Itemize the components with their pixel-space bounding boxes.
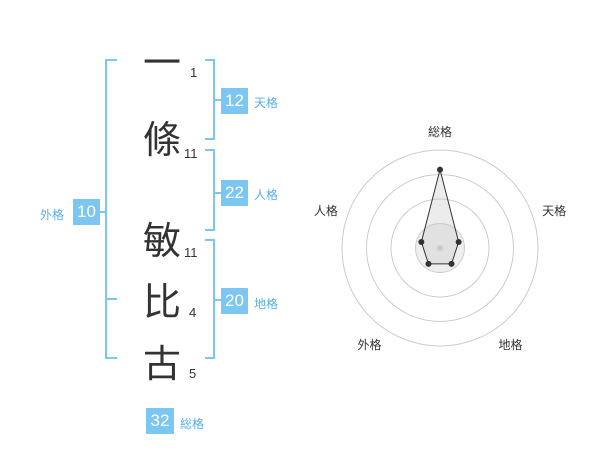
radar-point-5 (418, 238, 425, 245)
radar-series-polygon (420, 169, 460, 265)
stroke-count-1: 1 (190, 65, 198, 80)
name-char-2: 條 (142, 118, 181, 162)
jinkaku-value: 22 (221, 180, 248, 206)
stroke-count-3: 11 (184, 245, 198, 260)
name-char-3: 敏 (142, 219, 181, 263)
gaikaku-label: 外格 (40, 208, 65, 222)
radar-ring-2 (390, 198, 490, 298)
radar-axis-label-1: 総格 (428, 124, 452, 139)
bracket-lines (98, 59, 222, 359)
radar-center (437, 245, 443, 251)
radar-axis-label-5: 人格 (314, 203, 338, 218)
name-char-5: 古 (142, 342, 181, 386)
radar-point-4 (425, 260, 432, 267)
radar-point-2 (455, 238, 462, 245)
radar-axis-label-2: 天格 (542, 203, 566, 218)
jinkaku-label: 人格 (254, 188, 279, 202)
radar-axis-label-4: 外格 (357, 337, 381, 352)
soukaku-label: 総格 (180, 417, 205, 431)
tenkaku-bracket (205, 59, 215, 140)
chikaku-bracket (205, 239, 215, 359)
name-char-1: 一 (142, 41, 181, 85)
radar-point-1 (437, 166, 443, 173)
name-char-4: 比 (142, 280, 181, 324)
tenkaku-value: 12 (221, 88, 248, 114)
soukaku-value: 32 (146, 408, 174, 434)
gaikaku-bracket (105, 59, 117, 359)
chikaku-label: 地格 (254, 297, 279, 311)
radar-point-3 (448, 260, 455, 267)
stroke-count-5: 5 (189, 366, 197, 381)
chikaku-value: 20 (221, 288, 248, 314)
stroke-count-4: 4 (189, 305, 197, 320)
stroke-count-2: 11 (184, 146, 198, 161)
radar-ring-4 (341, 149, 539, 347)
gaikaku-value: 10 (73, 199, 100, 225)
radar-axis-label-3: 地格 (499, 337, 523, 352)
tenkaku-label: 天格 (254, 96, 279, 110)
radar-ring-3 (366, 174, 514, 322)
jinkaku-bracket (205, 149, 215, 231)
